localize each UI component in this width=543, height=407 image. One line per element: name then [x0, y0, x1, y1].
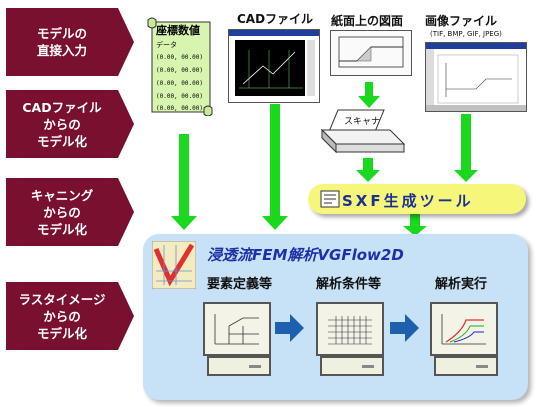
chevron-line: 直接入力 — [36, 43, 87, 58]
monitor-conditions — [316, 302, 386, 376]
image-formats: (TIF, BMP, GIF, JPEG) — [430, 30, 502, 38]
chevron-line: モデル化 — [36, 221, 87, 237]
step-arrow-1 — [275, 314, 304, 342]
sxf-tool-label: SXF生成ツール — [342, 192, 474, 210]
input-scanning: キャニングからのモデル化 — [6, 178, 134, 246]
chevron-line: からの — [43, 308, 81, 324]
vgflow-title: 浸透流FEM解析VGFlow2D — [207, 246, 404, 264]
coord-row: (0.00, 00.00) — [156, 54, 203, 61]
arrow-coord — [171, 134, 197, 230]
chevron-line: からの — [43, 204, 81, 220]
image-screenshot — [425, 42, 527, 112]
step-analysis-conditions: 解析条件等 — [316, 277, 382, 292]
coord-row: (0.00, 00.00) — [156, 105, 203, 112]
chevron-line: CADファイル — [22, 99, 102, 115]
arrow-scanner — [356, 158, 380, 182]
chevron-line: からの — [43, 116, 81, 132]
coordinate-data-scroll: 座標数値 データ (0.00, 00.00) (0.00, 00.00) (0.… — [146, 16, 214, 116]
step-run-analysis: 解析実行 — [435, 277, 488, 292]
chevron-line: モデル化 — [36, 133, 87, 149]
cad-screenshot — [228, 29, 320, 103]
chevron-line: ラスタイメージ — [18, 291, 106, 307]
image-label: 画像ファイル — [425, 14, 498, 28]
arrow-cad — [262, 104, 288, 230]
coord-row: (0.00, 00.00) — [156, 93, 203, 100]
sxf-tool-banner: SXF生成ツール — [308, 184, 526, 214]
coord-title: 座標数値 — [156, 24, 200, 37]
step-element-definition: 要素定義等 — [207, 277, 273, 292]
tool-icon — [320, 190, 340, 208]
cad-label: CADファイル — [237, 12, 314, 26]
coord-sub: データ — [156, 41, 177, 49]
coord-row: (0.00, 00.00) — [156, 67, 203, 74]
input-direct: モデルの直接入力 — [6, 8, 134, 76]
scanner: スキャナ — [318, 108, 408, 156]
vgflow-logo-icon — [151, 240, 197, 290]
chevron-line: モデルの — [36, 26, 87, 41]
monitor-element — [203, 302, 273, 376]
scanner-label: スキャナ — [344, 117, 381, 127]
coord-row: (0.00, 00.00) — [156, 80, 203, 87]
monitor-run — [430, 302, 500, 376]
chevron-line: モデル化 — [36, 325, 87, 341]
step-arrow-2 — [390, 314, 419, 342]
input-cad: CADファイルからのモデル化 — [6, 90, 134, 158]
arrow-paper — [358, 82, 380, 108]
input-raster: ラスタイメージからのモデル化 — [6, 282, 134, 350]
paper-drawing — [330, 30, 412, 76]
arrow-image — [454, 114, 478, 182]
arrow-sxf — [403, 214, 427, 236]
paper-label: 紙面上の図面 — [331, 14, 404, 28]
chevron-line: キャニング — [30, 187, 94, 203]
